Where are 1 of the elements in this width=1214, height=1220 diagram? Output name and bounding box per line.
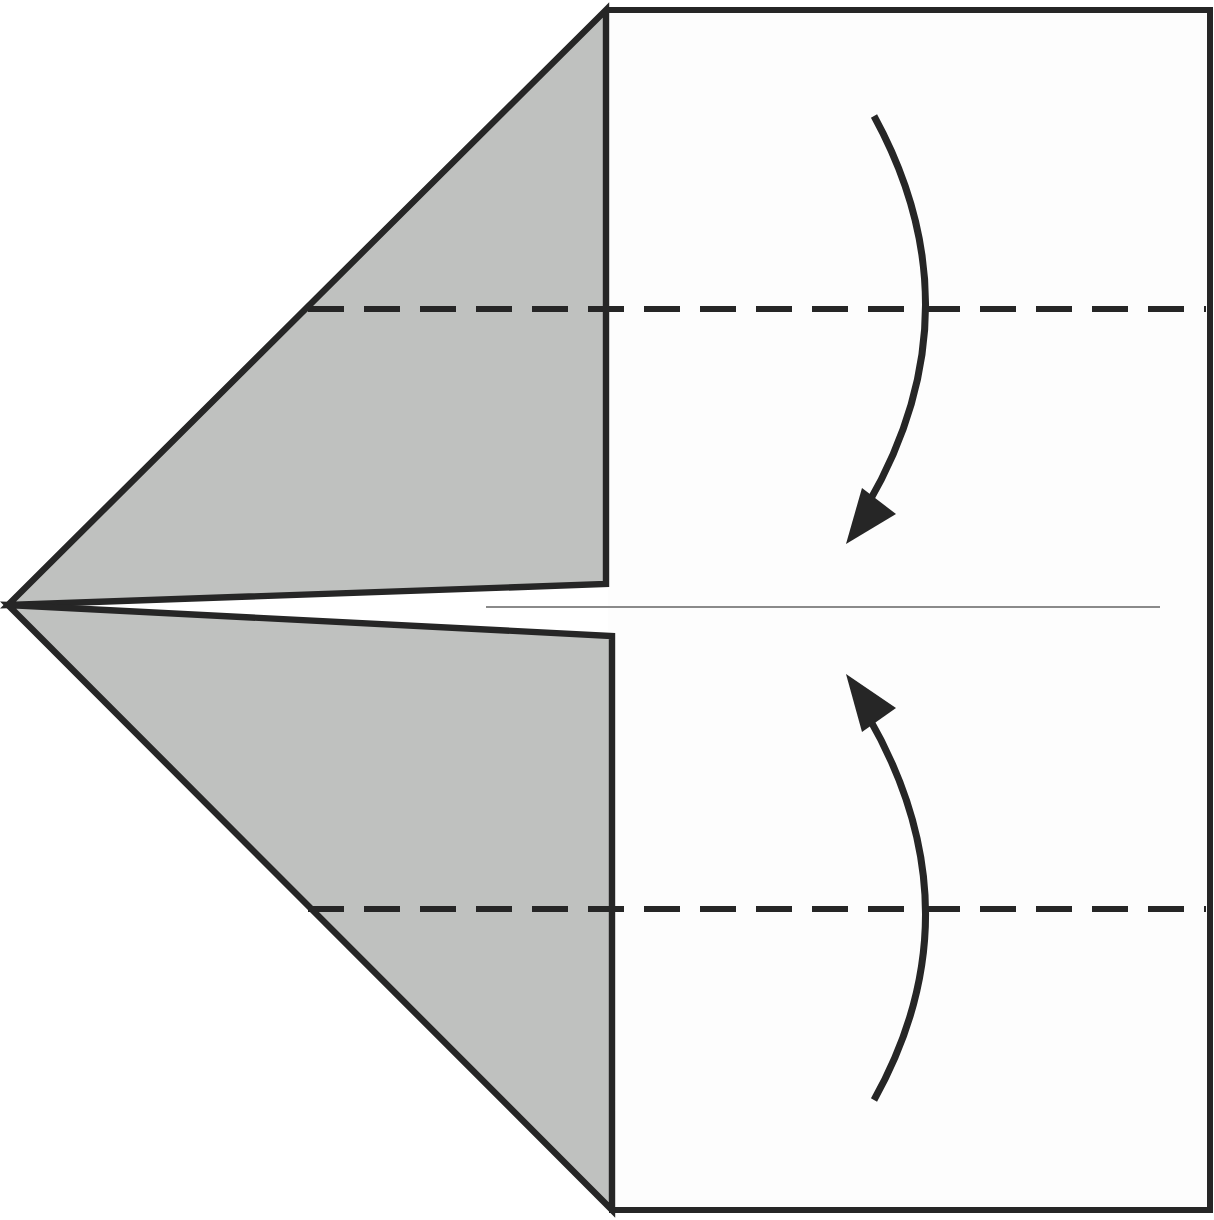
folded-paper-illustration [0, 2, 1213, 1218]
